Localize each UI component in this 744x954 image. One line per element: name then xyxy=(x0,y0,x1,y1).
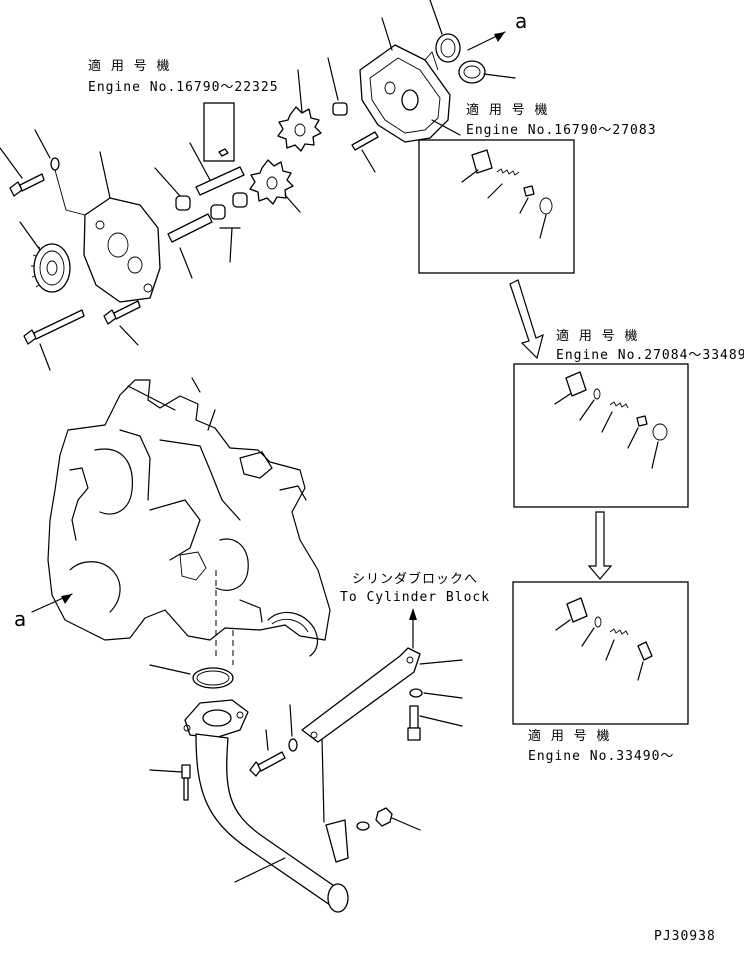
flow-arrow-2 xyxy=(587,511,613,580)
seal-ring-1 xyxy=(435,33,461,63)
pump-serial-label-en: Engine No.16790～22325 xyxy=(88,80,279,95)
key-box xyxy=(203,102,235,162)
drawing-code: PJ30938 xyxy=(654,929,716,944)
inset2-label-jp: 適 用 号 機 xyxy=(556,328,638,344)
washer-nut xyxy=(356,821,370,831)
shaft-lower xyxy=(167,213,213,243)
inset1-label-en: Engine No.16790～27083 xyxy=(466,123,657,138)
pump-housing xyxy=(359,44,451,143)
engine-block xyxy=(47,377,331,657)
bushing-top xyxy=(332,102,348,116)
stay-bolt xyxy=(407,705,421,741)
view-ref-a-top: a xyxy=(515,9,527,33)
pipe-stay xyxy=(301,647,421,743)
bolt-top-left xyxy=(9,173,45,197)
drive-gear-large xyxy=(31,243,71,293)
drive-gear-upper xyxy=(277,106,322,152)
inset-box-1 xyxy=(418,139,575,274)
pump-serial-label-jp: 適 用 号 機 xyxy=(88,58,170,74)
nut xyxy=(375,807,393,827)
bolt-bottom-left xyxy=(23,309,85,345)
pump-cover xyxy=(83,197,161,303)
view-arrowhead-left xyxy=(61,594,72,604)
to-block-label-jp: シリンダブロックへ xyxy=(352,571,478,587)
inset-box-3 xyxy=(512,581,689,725)
suction-pipe xyxy=(183,699,349,913)
drive-gear-lower xyxy=(249,159,294,205)
inset3-label-jp: 適 用 号 機 xyxy=(528,728,610,744)
view-ref-a-left: a xyxy=(14,607,26,631)
stay-bolt-left xyxy=(249,751,286,777)
seal-ring-2 xyxy=(458,60,486,84)
bolt-bottom-mid xyxy=(103,300,141,325)
inset2-label-en: Engine No.27084～33489 xyxy=(556,348,744,363)
washer-top-left xyxy=(50,157,60,171)
bushing-mid-2 xyxy=(232,192,248,208)
lock-washer xyxy=(288,738,298,752)
pin-shaft-right xyxy=(351,131,379,151)
to-block-label-en: To Cylinder Block xyxy=(340,590,490,605)
o-ring xyxy=(192,667,234,689)
washer-stay xyxy=(409,688,423,698)
flange-bolt xyxy=(181,764,191,801)
flow-arrow-1 xyxy=(509,279,544,360)
inset1-label-jp: 適 用 号 機 xyxy=(466,102,548,118)
bushing-mid xyxy=(210,204,226,220)
inset-box-2 xyxy=(513,363,689,508)
bushing-left xyxy=(175,195,191,211)
shaft-upper xyxy=(195,166,245,196)
inset3-label-en: Engine No.33490～ xyxy=(528,749,674,764)
view-arrowhead-top xyxy=(494,32,505,42)
